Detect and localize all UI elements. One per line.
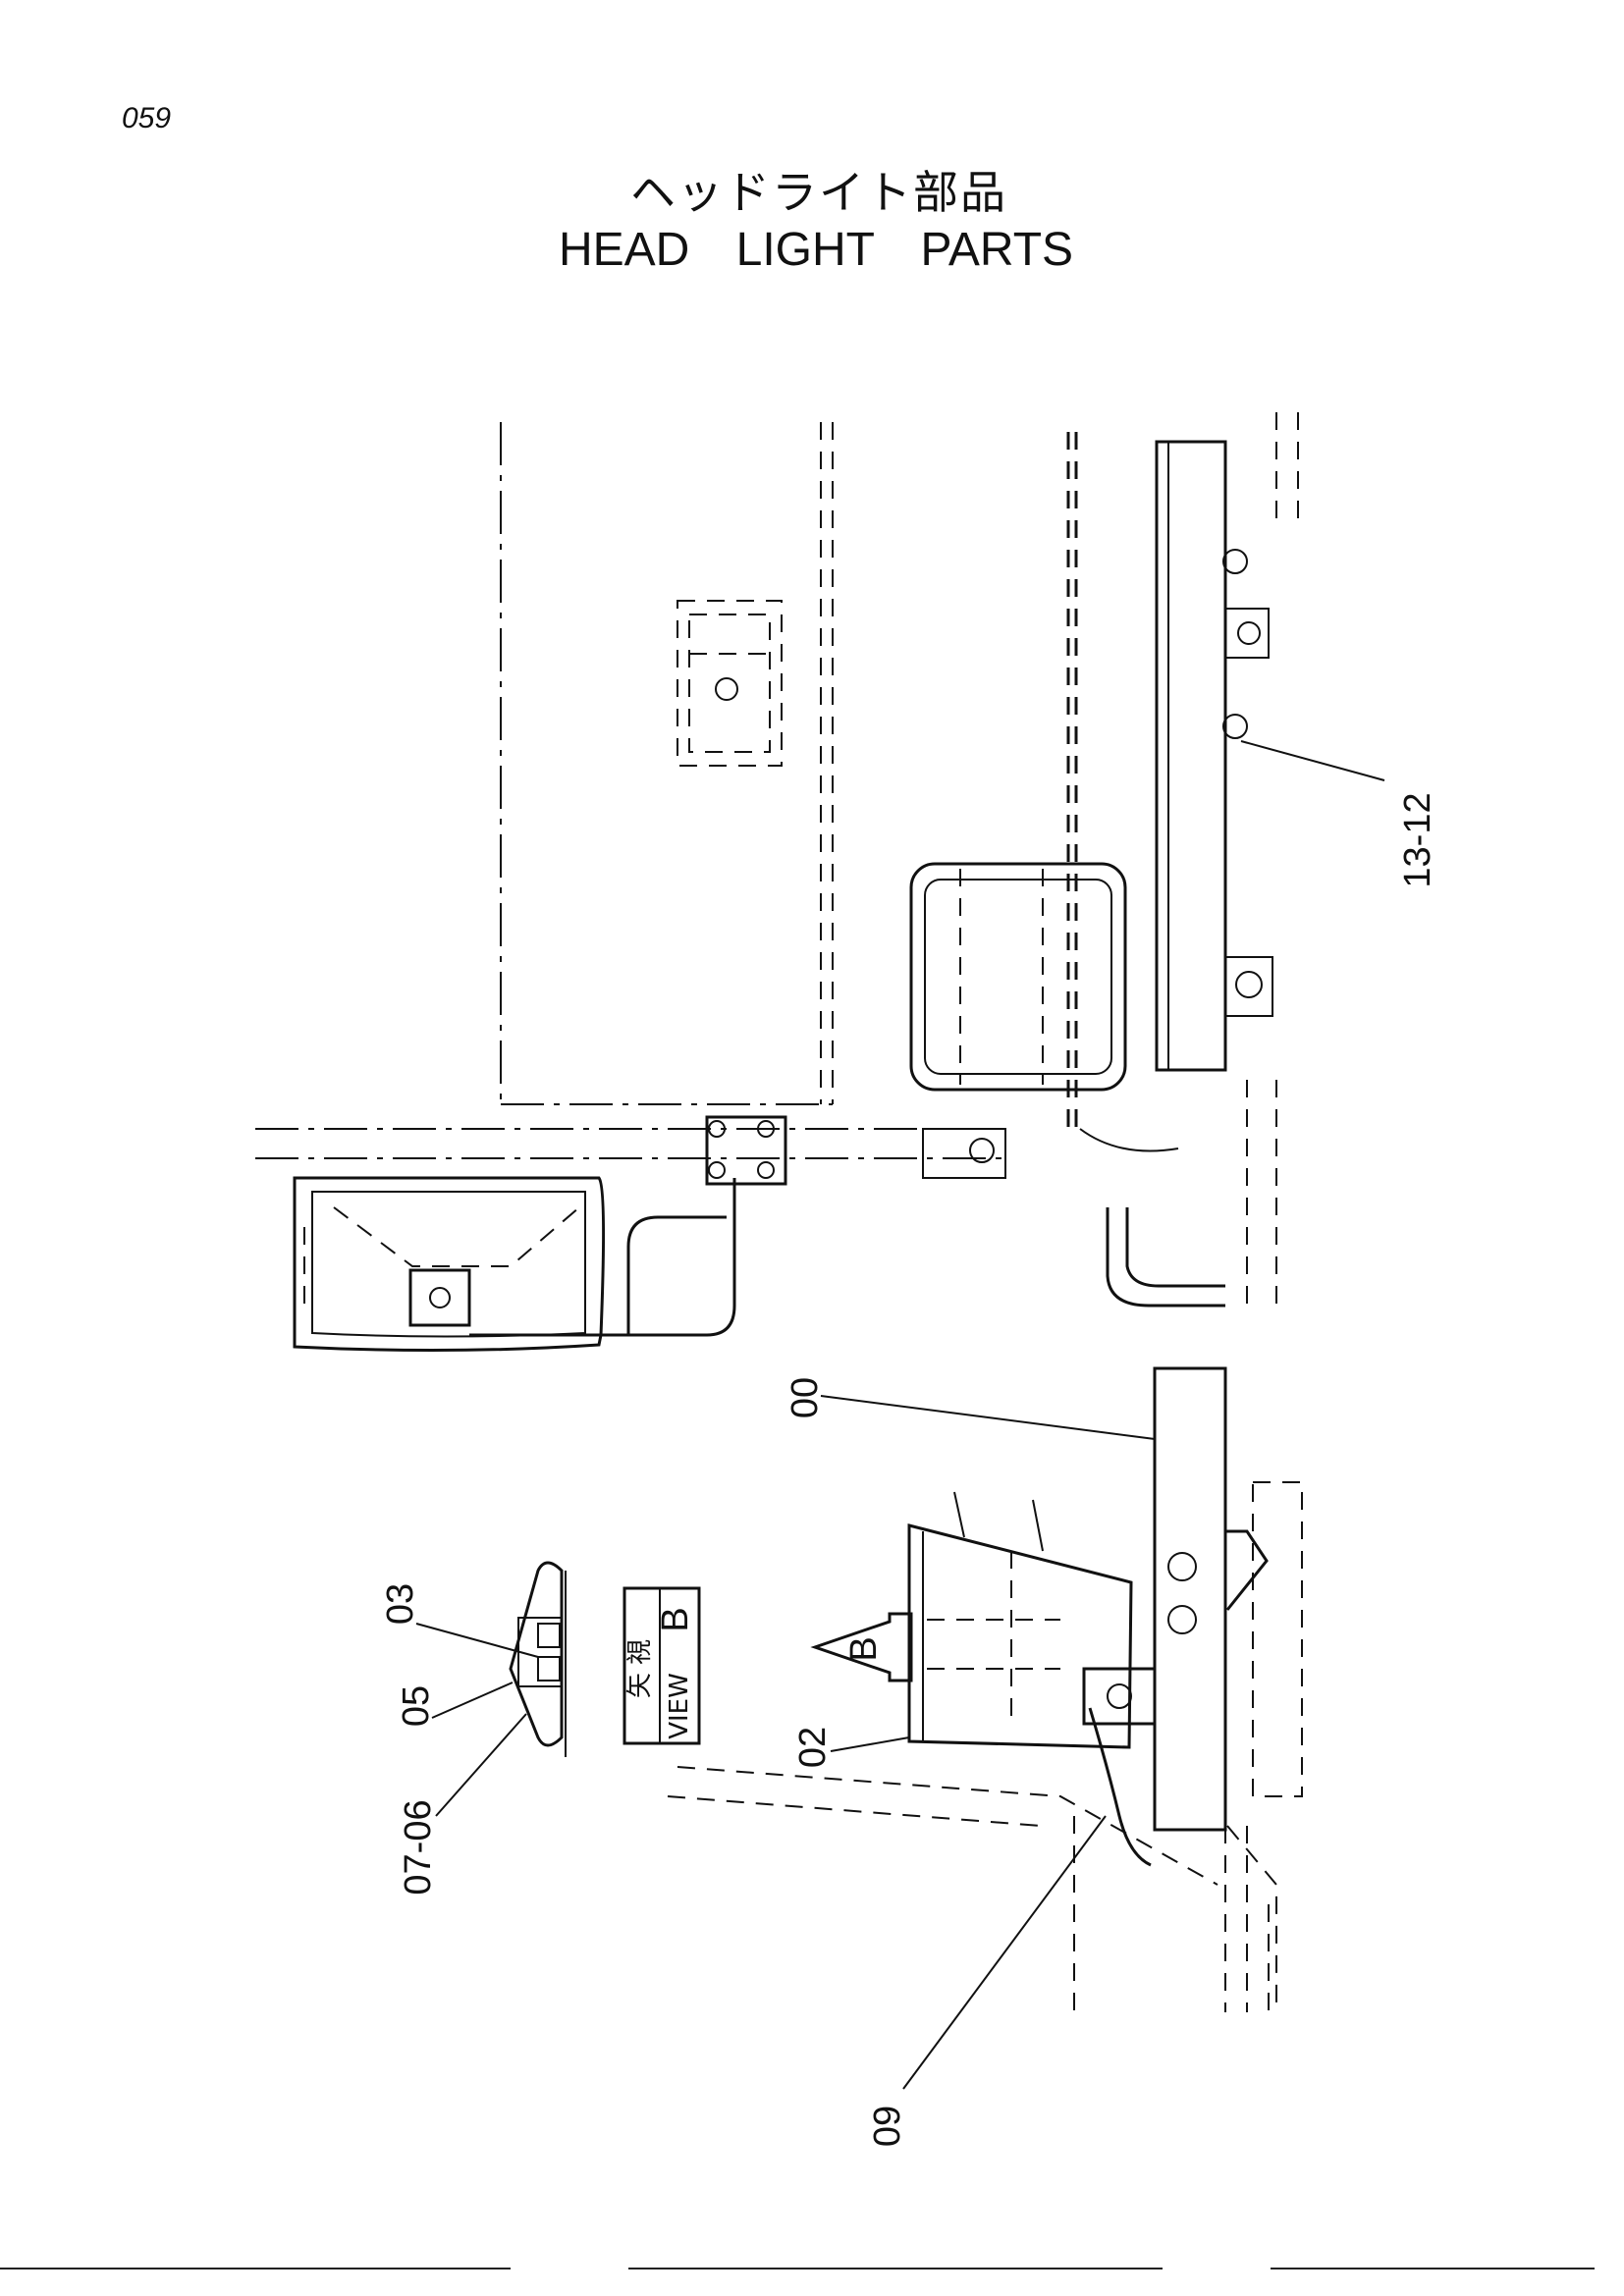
light-box — [667, 1491, 1218, 2012]
detail-view-b — [509, 1561, 701, 1757]
work-light-rear — [909, 862, 1225, 1308]
arrow-letter: B — [843, 1636, 885, 1661]
title-english: HEAD LIGHT PARTS — [558, 224, 1074, 276]
callout-13-12: 13-12 — [1397, 792, 1438, 887]
mount-bracket — [1153, 1366, 1303, 2012]
bracket-bar — [255, 1115, 1011, 1186]
leader-lines — [415, 740, 1385, 2090]
view-label-english: VIEW — [665, 1673, 694, 1739]
view-label-japanese: 矢 視 — [625, 1639, 655, 1698]
page-title: ヘッドライト部品 HEAD LIGHT PARTS — [0, 165, 1624, 279]
callout-07-06: 07-06 — [398, 1799, 439, 1895]
boom-rail — [1066, 412, 1299, 1315]
footer-rule-left — [0, 2268, 511, 2269]
callout-03: 03 — [380, 1583, 421, 1625]
cab-outline — [500, 422, 834, 1105]
view-label-letter: B — [655, 1607, 696, 1631]
callout-00: 00 — [785, 1377, 826, 1418]
callout-09: 09 — [867, 2106, 908, 2147]
callout-02: 02 — [792, 1727, 834, 1768]
callout-05: 05 — [396, 1685, 437, 1727]
page-number: 059 — [122, 102, 172, 134]
head-light-front — [293, 1176, 736, 1353]
footer-rule-middle — [628, 2268, 1163, 2269]
footer-rule-right — [1271, 2268, 1595, 2269]
view-arrow-b — [810, 1612, 913, 1682]
title-japanese: ヘッドライト部品 — [630, 167, 1007, 218]
